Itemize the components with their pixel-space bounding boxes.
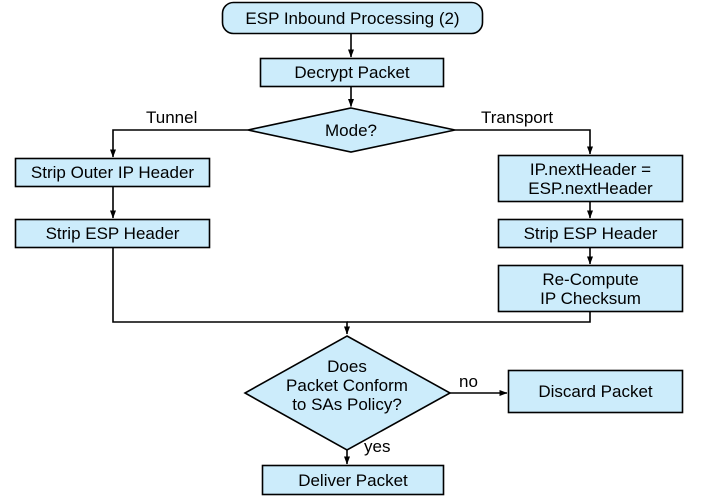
edge-label-tunnel: Tunnel [146,108,198,127]
edge-label-yes: yes [364,437,391,456]
node-shape-deliver[interactable] [261,464,445,496]
node-shape-decrypt[interactable] [259,57,445,88]
node-shape-strip-outer-ip[interactable] [14,157,211,188]
edge-strip-esp-left-to-conform [112,247,350,335]
node-shape-discard[interactable] [507,369,684,414]
edge-mode-to-next-header [455,129,593,155]
node-shape-mode[interactable] [247,107,456,153]
edge-mode-to-strip-outer-ip [109,129,248,158]
node-shape-strip-esp-right[interactable] [497,218,684,249]
node-shape-recompute[interactable] [497,264,684,313]
node-shape-conform[interactable] [243,335,452,451]
node-shape-start[interactable] [221,1,484,35]
edge-label-transport: Transport [481,108,554,127]
edge-recompute-to-conform [347,311,591,323]
node-shape-next-header[interactable] [497,154,684,203]
edge-label-no: no [459,372,478,391]
node-shape-strip-esp-left[interactable] [14,218,211,249]
